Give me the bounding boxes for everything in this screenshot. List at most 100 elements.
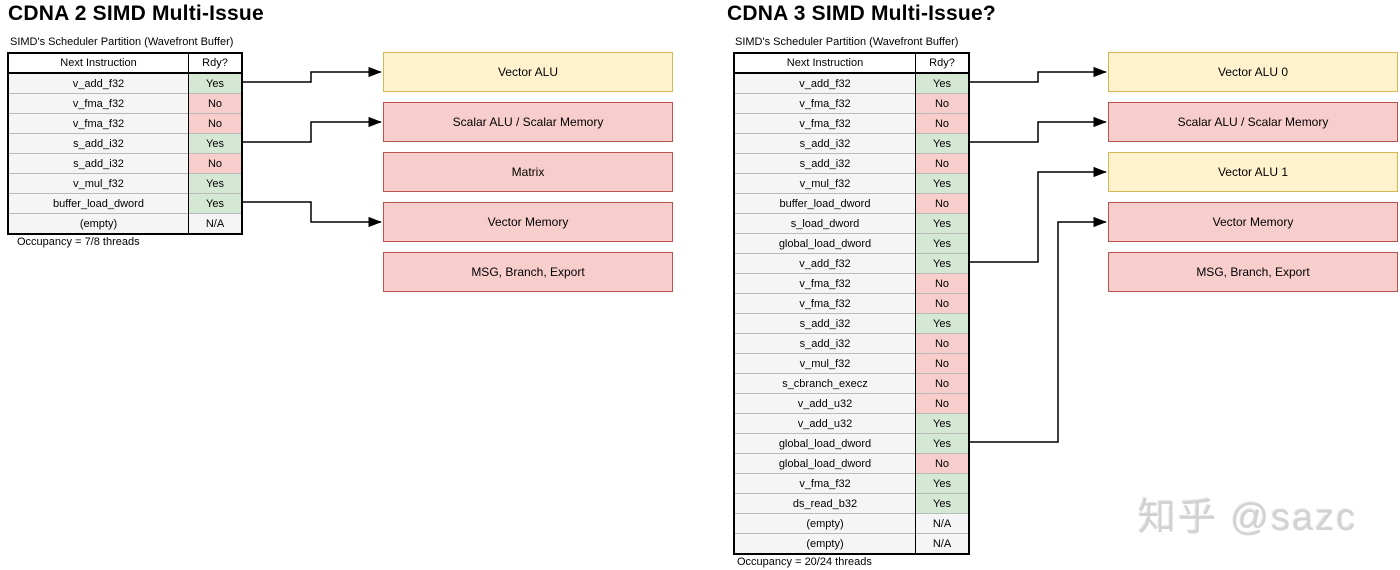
ready-cell: Yes bbox=[915, 173, 969, 194]
panel-title: CDNA 2 SIMD Multi-Issue bbox=[8, 2, 264, 25]
panel-title: CDNA 3 SIMD Multi-Issue? bbox=[727, 2, 996, 25]
instruction-cell: v_fma_f32 bbox=[734, 93, 916, 114]
issue-arrow bbox=[238, 201, 382, 228]
instruction-cell: s_add_i32 bbox=[8, 153, 189, 174]
ready-cell: Yes bbox=[188, 72, 242, 94]
instruction-cell: s_add_i32 bbox=[734, 333, 916, 354]
ready-cell: No bbox=[915, 193, 969, 214]
execution-unit-box: Vector ALU 1 bbox=[1108, 152, 1398, 192]
instruction-cell: s_add_i32 bbox=[734, 313, 916, 334]
ready-cell: N/A bbox=[188, 213, 242, 234]
ready-cell: Yes bbox=[915, 233, 969, 254]
ready-cell: Yes bbox=[915, 133, 969, 154]
instruction-cell: v_fma_f32 bbox=[734, 113, 916, 134]
execution-unit-box: Scalar ALU / Scalar Memory bbox=[1108, 102, 1398, 142]
ready-cell: Yes bbox=[915, 72, 969, 94]
ready-cell: No bbox=[915, 393, 969, 414]
ready-cell: Yes bbox=[915, 413, 969, 434]
ready-cell: N/A bbox=[915, 533, 969, 554]
ready-cell: No bbox=[915, 293, 969, 314]
issue-arrow bbox=[965, 216, 1107, 443]
ready-cell: No bbox=[915, 373, 969, 394]
instruction-cell: (empty) bbox=[734, 533, 916, 554]
instruction-cell: v_add_u32 bbox=[734, 393, 916, 414]
ready-cell: Yes bbox=[915, 313, 969, 334]
instruction-cell: v_add_f32 bbox=[734, 253, 916, 274]
execution-unit-box: Scalar ALU / Scalar Memory bbox=[383, 102, 673, 142]
instruction-cell: s_cbranch_execz bbox=[734, 373, 916, 394]
ready-cell: Yes bbox=[915, 493, 969, 514]
table-row: (empty)N/A bbox=[734, 533, 969, 554]
ready-cell: Yes bbox=[915, 473, 969, 494]
ready-cell: No bbox=[188, 113, 242, 134]
ready-cell: No bbox=[915, 353, 969, 374]
instruction-cell: s_load_dword bbox=[734, 213, 916, 234]
instruction-cell: v_mul_f32 bbox=[8, 173, 189, 194]
execution-unit-box: MSG, Branch, Export bbox=[383, 252, 673, 292]
ready-cell: No bbox=[915, 153, 969, 174]
ready-cell: No bbox=[915, 453, 969, 474]
ready-cell: No bbox=[188, 93, 242, 114]
instruction-cell: s_add_i32 bbox=[734, 153, 916, 174]
instruction-cell: buffer_load_dword bbox=[734, 193, 916, 214]
ready-cell: Yes bbox=[915, 213, 969, 234]
instruction-cell: v_add_f32 bbox=[734, 72, 916, 94]
table-row: (empty)N/A bbox=[8, 213, 242, 234]
execution-unit-box: Vector ALU 0 bbox=[1108, 52, 1398, 92]
ready-cell: Yes bbox=[188, 173, 242, 194]
execution-unit-box: Vector Memory bbox=[383, 202, 673, 242]
execution-unit-box: Vector Memory bbox=[1108, 202, 1398, 242]
instruction-cell: v_fma_f32 bbox=[8, 93, 189, 114]
ready-cell: Yes bbox=[915, 433, 969, 454]
column-header-instruction: Next Instruction bbox=[734, 53, 916, 74]
instruction-cell: v_fma_f32 bbox=[734, 473, 916, 494]
ready-cell: N/A bbox=[915, 513, 969, 534]
occupancy-label: Occupancy = 20/24 threads bbox=[737, 556, 872, 568]
execution-unit-box: Vector ALU bbox=[383, 52, 673, 92]
issue-arrow bbox=[965, 116, 1107, 143]
execution-unit-box: MSG, Branch, Export bbox=[1108, 252, 1398, 292]
ready-cell: Yes bbox=[188, 133, 242, 154]
instruction-cell: (empty) bbox=[8, 213, 189, 234]
watermark: 知乎 @sazc bbox=[1138, 497, 1358, 539]
execution-unit-box: Matrix bbox=[383, 152, 673, 192]
issue-arrow bbox=[238, 116, 382, 143]
occupancy-label: Occupancy = 7/8 threads bbox=[17, 236, 140, 248]
table-caption: SIMD's Scheduler Partition (Wavefront Bu… bbox=[735, 36, 959, 48]
ready-cell: No bbox=[915, 113, 969, 134]
column-header-ready: Rdy? bbox=[915, 53, 969, 74]
instruction-cell: v_mul_f32 bbox=[734, 353, 916, 374]
instruction-cell: buffer_load_dword bbox=[8, 193, 189, 214]
ready-cell: No bbox=[915, 333, 969, 354]
issue-arrow bbox=[965, 66, 1107, 83]
instruction-cell: v_fma_f32 bbox=[734, 293, 916, 314]
instruction-cell: global_load_dword bbox=[734, 433, 916, 454]
